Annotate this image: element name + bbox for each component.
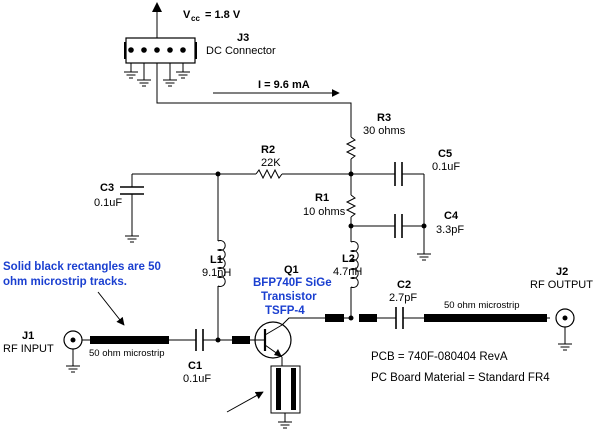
c1-value: 0.1uF xyxy=(183,373,211,385)
l1-value: 9.1nH xyxy=(202,267,231,279)
pcb-number: PCB = 740F-080404 RevA xyxy=(371,351,508,363)
q1-type: Transistor xyxy=(261,291,317,303)
j1-ref: J1 xyxy=(22,330,34,342)
c5-value: 0.1uF xyxy=(432,161,460,173)
r2-value: 22K xyxy=(261,157,281,169)
l2-inductor xyxy=(349,241,359,288)
c3-value: 0.1uF xyxy=(94,197,122,209)
r2-ref: R2 xyxy=(261,144,275,156)
output-microstrip xyxy=(424,314,547,322)
q1-ref: Q1 xyxy=(284,264,299,276)
note-line-1: Solid black rectangles are 50 xyxy=(3,261,161,273)
r1-value: 10 ohms xyxy=(303,206,346,218)
emitter-microstrip-box xyxy=(270,365,301,429)
l2-value: 4.7nH xyxy=(333,266,362,278)
note-arrow xyxy=(97,291,125,326)
r1-resistor xyxy=(345,194,357,218)
r3-ref: R3 xyxy=(377,112,391,124)
j1-rf-input-connector xyxy=(63,330,83,373)
note-line-2: ohm microstrip tracks. xyxy=(3,276,127,288)
c1-ref: C1 xyxy=(188,360,202,372)
pcb-material: PC Board Material = Standard FR4 xyxy=(371,372,550,384)
vcc-value: = 1.8 V xyxy=(205,9,241,21)
collector-microstrip-1 xyxy=(325,314,344,322)
vcc-subscript: cc xyxy=(191,14,200,23)
r3-resistor xyxy=(345,136,357,160)
j3-desc: DC Connector xyxy=(206,45,276,57)
c2-value: 2.7pF xyxy=(389,292,417,304)
q1-package: TSFP-4 xyxy=(265,305,305,317)
r2-resistor xyxy=(255,168,283,180)
q1-transistor xyxy=(254,317,351,366)
j3-dc-connector xyxy=(123,37,352,137)
l1-ref: L1 xyxy=(210,254,223,266)
c4-ref: C4 xyxy=(444,210,459,222)
base-microstrip xyxy=(232,336,250,344)
emitter-arrow xyxy=(226,391,264,413)
c4-value: 3.3pF xyxy=(436,224,464,236)
vcc-supply xyxy=(152,2,162,38)
r3-value: 30 ohms xyxy=(363,125,406,137)
input-microstrip-label: 50 ohm microstrip xyxy=(89,348,165,359)
vcc-label: V xyxy=(183,9,191,21)
l1-inductor xyxy=(216,240,226,287)
q1-part: BFP740F SiGe xyxy=(253,277,332,289)
j1-desc: RF INPUT xyxy=(3,343,54,355)
j3-ref: J3 xyxy=(237,32,249,44)
c5-ref: C5 xyxy=(438,148,452,160)
c2-ref: C2 xyxy=(397,279,411,291)
l2-ref: L2 xyxy=(342,253,355,265)
current-label: I = 9.6 mA xyxy=(258,79,310,91)
c3-ref: C3 xyxy=(100,182,114,194)
j2-rf-output-connector xyxy=(555,308,575,351)
j2-ref: J2 xyxy=(556,266,568,278)
output-microstrip-label: 50 ohm microstrip xyxy=(444,300,520,311)
j2-desc: RF OUTPUT xyxy=(530,279,593,291)
collector-microstrip-2 xyxy=(359,314,377,322)
r1-ref: R1 xyxy=(315,192,329,204)
input-microstrip xyxy=(90,336,169,344)
